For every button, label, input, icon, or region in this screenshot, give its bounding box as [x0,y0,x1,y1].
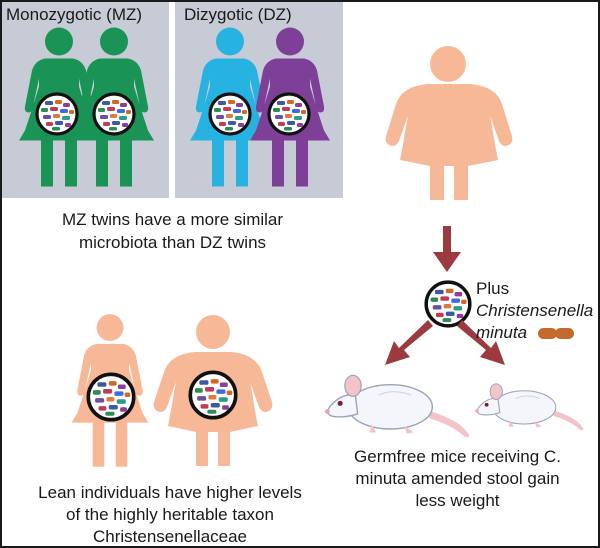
lean-caption-line-2: of the highly heritable taxon [66,505,274,524]
mz-microbiome-left [35,92,79,136]
mice-caption-line-1: Germfree mice receiving C. [354,447,561,466]
mouse-treated [474,383,584,431]
christensenella-bacterium-icon [538,328,574,339]
twins-caption-line-2: microbiota than DZ twins [78,233,267,252]
species-name-line-1: Christensenella [476,301,594,320]
mice-caption-line-3: less weight [415,491,500,510]
donor-figure [385,46,513,200]
left-diagonal-arrow [385,320,433,365]
dz-panel-title: Dizygotic (DZ) [184,5,292,24]
mz-panel-title: Monozygotic (MZ) [6,5,143,24]
right-diagonal-arrow [457,320,505,365]
heavier-microbiome [188,370,238,420]
down-arrow [433,226,461,272]
lean-caption-line-1: Lean individuals have higher levels [38,483,302,502]
twins-caption-line-1: MZ twins have a more similar [61,210,284,229]
mice-caption-line-2: minuta amended stool gain [355,469,560,488]
lean-microbiome [86,372,136,422]
plus-label: Plus [476,279,510,298]
mouse-control [324,374,470,439]
species-name-line-2: minuta [476,323,528,342]
dz-microbiome-right [267,92,311,136]
inoculum-microbiome [424,280,472,328]
mz-microbiome-right [92,92,136,136]
dz-microbiome-left [208,92,252,136]
lean-caption-line-3: Christensenellaceae [92,527,248,546]
